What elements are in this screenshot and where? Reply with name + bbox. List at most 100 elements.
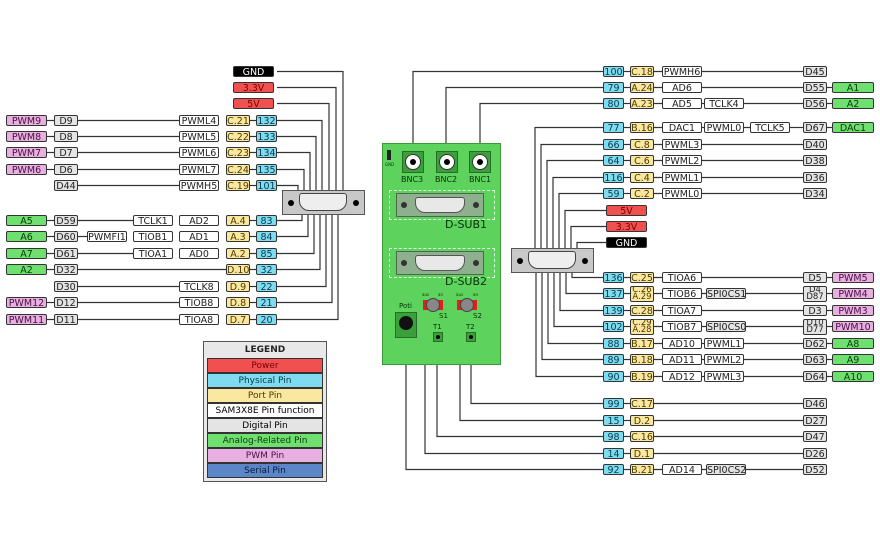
- pwm-pin-label: PWM3: [832, 305, 874, 316]
- port-pin-label: B.16: [630, 122, 654, 133]
- digital-pin-label: D3: [803, 305, 827, 316]
- legend-item-analog-related-pin: Analog-Related Pin: [207, 433, 323, 448]
- bnc1-connector: [469, 151, 491, 173]
- wire-right-upper: [558, 192, 603, 258]
- pin-function-label: PWML5: [179, 131, 219, 142]
- button-t1[interactable]: [433, 332, 443, 342]
- port-pin-label: C.18: [630, 66, 654, 77]
- wire-left-upper: [277, 151, 311, 200]
- pin-function-label: AD2: [179, 215, 219, 226]
- pwm-pin-label: PWM11: [6, 314, 47, 325]
- physical-pin-label: 116: [603, 172, 624, 183]
- physical-pin-label: 90: [603, 371, 624, 382]
- port-pin-label: D.8: [226, 297, 250, 308]
- button-t2[interactable]: [466, 332, 476, 342]
- port-pin-label: B.17: [630, 338, 654, 349]
- t1-label: T1: [433, 323, 442, 331]
- wire-left-lower: [277, 207, 321, 271]
- digital-pin-label: D5: [803, 272, 827, 283]
- switch-s2[interactable]: [457, 298, 477, 312]
- port-pin-label: C.23: [226, 147, 250, 158]
- wire-board-bottom: [405, 341, 603, 471]
- port-pin-label: C.6: [630, 155, 654, 166]
- serial-pin-label: SPI0CS0: [706, 321, 746, 332]
- physical-pin-label: 22: [256, 281, 277, 292]
- mount-hole: [582, 258, 588, 264]
- port-pin-label: D.1: [630, 448, 654, 459]
- digital-pin-label: D44: [54, 180, 78, 191]
- wire-bnc1: [479, 102, 603, 150]
- digital-pin-label: D12: [54, 297, 78, 308]
- pwm-pin-label: PWM10: [832, 321, 874, 332]
- physical-pin-label: 89: [603, 354, 624, 365]
- pin-function-label: PWML2: [662, 155, 702, 166]
- dsub1-zone: [389, 190, 495, 220]
- port-pin-label: C.25: [630, 272, 654, 283]
- wire-left-lower: [277, 207, 327, 288]
- pwm-pin-label: PWM12: [6, 297, 47, 308]
- digital-pin-label: D62: [803, 338, 827, 349]
- wire-left-lower: [277, 207, 339, 321]
- wire-left-upper: [277, 168, 305, 200]
- port-pin-label: A.2: [226, 248, 250, 259]
- port-pin-label: A.24: [630, 82, 654, 93]
- bnc2-label: BNC2: [435, 175, 458, 184]
- wire-left-upper: [277, 86, 337, 200]
- physical-pin-label: 59: [603, 188, 624, 199]
- legend-item-digital-pin: Digital Pin: [207, 418, 323, 433]
- analog-pin-label: A1: [832, 82, 874, 93]
- legend-item-serial-pin: Serial Pin: [207, 463, 323, 478]
- dsub1-label: D-SUB1: [445, 218, 488, 231]
- physical-pin-label: 32: [256, 264, 277, 275]
- bnc3-connector: [402, 151, 424, 173]
- connector-shell: [299, 193, 347, 211]
- s2-off-label: aus: [456, 292, 464, 297]
- wire-board-bottom: [436, 341, 603, 438]
- physical-pin-label: 64: [603, 155, 624, 166]
- wire-right-lower: [559, 266, 603, 312]
- physical-pin-label: 133: [256, 131, 277, 142]
- connector-shell: [528, 251, 576, 269]
- physical-pin-label: 102: [603, 321, 624, 332]
- port-pin-label: C.2: [630, 188, 654, 199]
- potentiometer[interactable]: [395, 312, 417, 338]
- switch-s1[interactable]: [423, 298, 443, 312]
- legend-item-sam3x8e-pin-function: SAM3X8E Pin function: [207, 403, 323, 418]
- physical-pin-label: 85: [256, 248, 277, 259]
- wire-board-bottom: [424, 341, 603, 455]
- wire-right-upper: [552, 176, 603, 258]
- port-pin-label: B.21: [630, 464, 654, 475]
- wire-bnc2: [445, 86, 603, 150]
- physical-pin-label: 137: [603, 288, 624, 299]
- digital-pin-label: D11: [54, 314, 78, 325]
- digital-pin-label: D32: [54, 264, 78, 275]
- wire-left-lower: [277, 207, 309, 238]
- analog-pin-label: A8: [832, 338, 874, 349]
- physical-pin-label: 135: [256, 164, 277, 175]
- physical-pin-label: 136: [603, 272, 624, 283]
- pin-function-label: AD0: [179, 248, 219, 259]
- pin-function-label: AD14: [662, 464, 702, 475]
- pin-function-label: PWML2: [704, 354, 744, 365]
- s2-label: S2: [473, 312, 482, 320]
- digital-pin-label: D63: [803, 354, 827, 365]
- pin-function-label: TIOB7: [662, 321, 702, 332]
- digital-pin-label: D6: [54, 164, 78, 175]
- pin-function-label: PWML1: [704, 338, 744, 349]
- physical-pin-label: 15: [603, 415, 624, 426]
- analog-pin-label: A9: [832, 354, 874, 365]
- pwm-pin-label: PWM7: [6, 147, 47, 158]
- port-pin-label: C.8: [630, 139, 654, 150]
- dsub2-label: D-SUB2: [445, 275, 488, 288]
- physical-pin-label: 98: [603, 431, 624, 442]
- serial-pin-label: SPI0CS1: [706, 288, 746, 299]
- pwm-pin-label: PWM9: [6, 115, 47, 126]
- power-5v-label: 5V: [606, 205, 647, 216]
- poti-label: Poti: [399, 302, 412, 310]
- physical-pin-label: 66: [603, 139, 624, 150]
- s1-off-label: aus: [422, 292, 430, 297]
- port-pin-label: C.17: [630, 398, 654, 409]
- digital-pin-label: D47: [803, 431, 827, 442]
- port-pin-label: C.24: [226, 164, 250, 175]
